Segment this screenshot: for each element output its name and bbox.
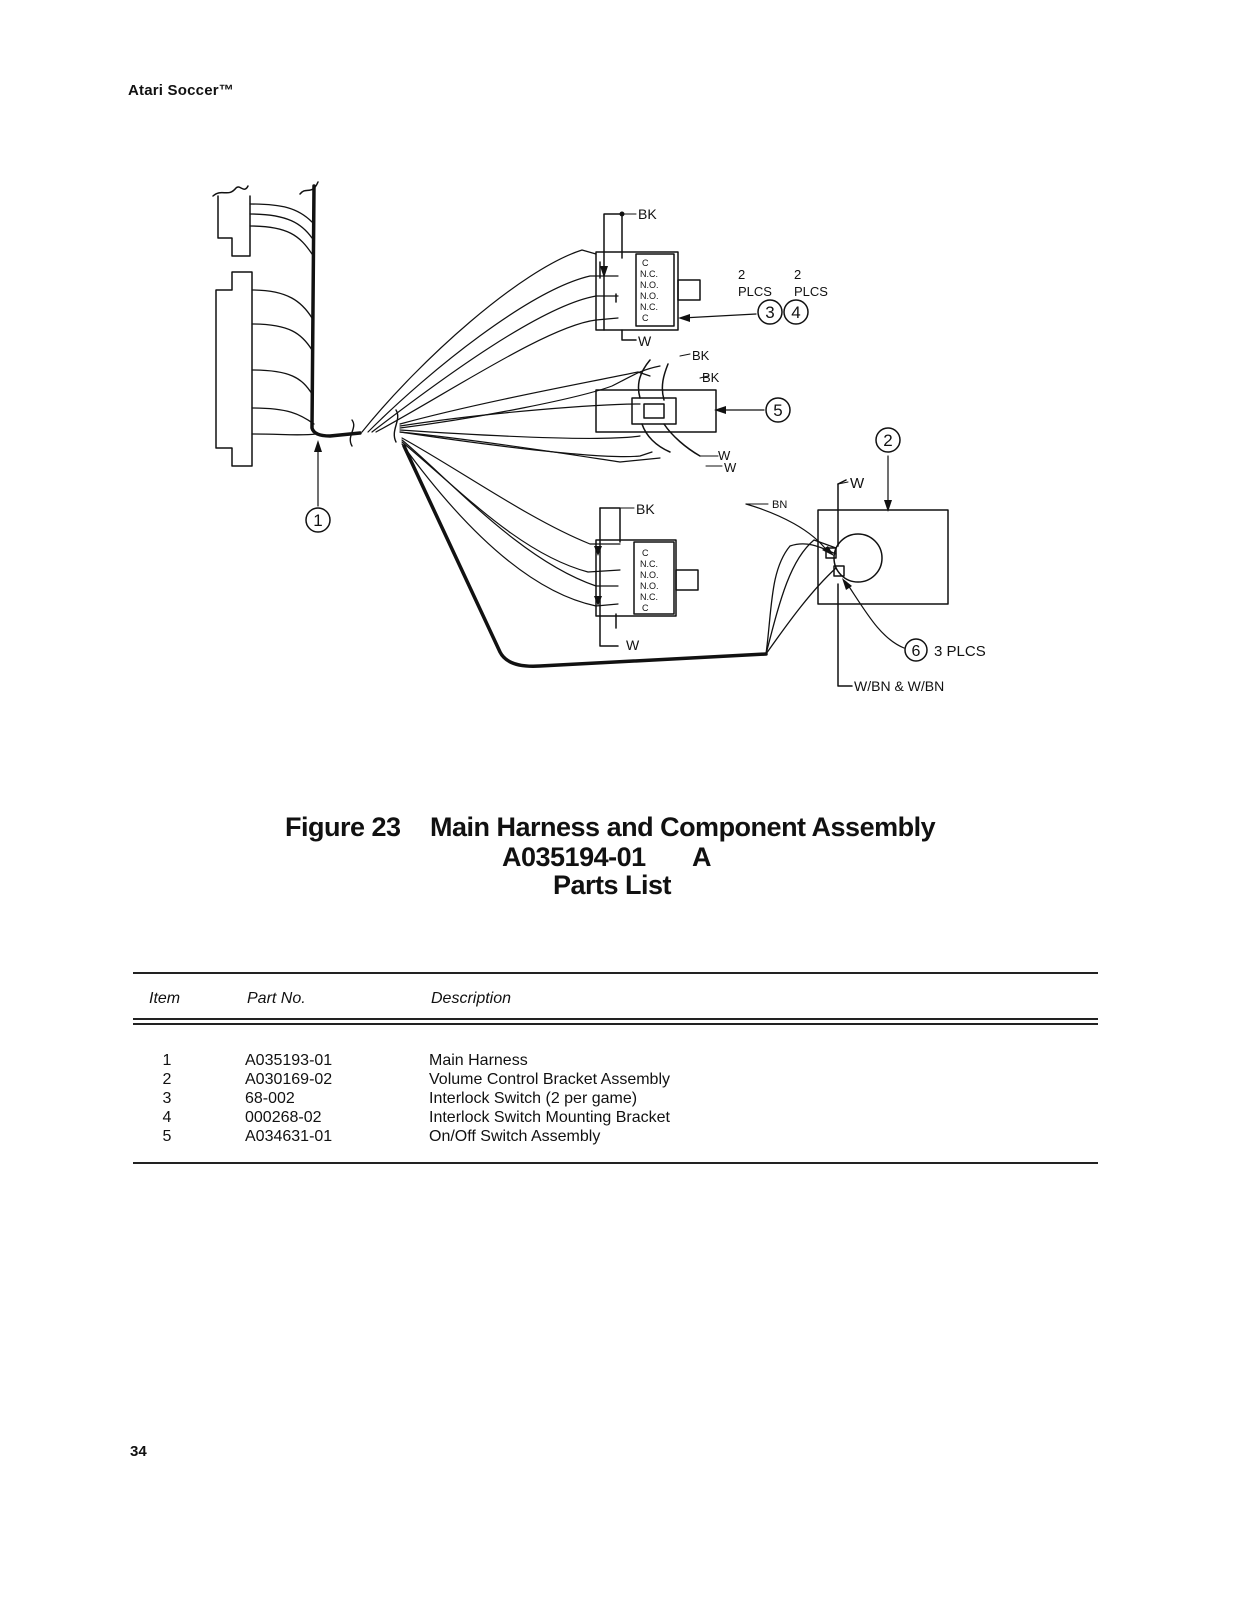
wire-label-bn: BN bbox=[772, 499, 787, 511]
connector-breakouts bbox=[249, 203, 317, 436]
table-row: 4 000268-02 Interlock Switch Mounting Br… bbox=[133, 1109, 1098, 1128]
harness-trunk bbox=[310, 184, 362, 438]
header-rule-1 bbox=[133, 1018, 1098, 1020]
edge-connector-bottom bbox=[215, 271, 253, 467]
running-header: Atari Soccer™ bbox=[128, 82, 234, 99]
contact-label-bottom-1: C bbox=[642, 548, 649, 558]
item-cell: 2 bbox=[162, 1071, 172, 1088]
contact-label-top-4: N.O. bbox=[640, 291, 659, 301]
wires-to-onoff-switch bbox=[399, 365, 661, 463]
page-number: 34 bbox=[130, 1443, 147, 1460]
item-cell: 1 bbox=[162, 1052, 172, 1069]
table-row: 3 68-002 Interlock Switch (2 per game) bbox=[133, 1090, 1098, 1109]
table-bottom-rule bbox=[133, 1162, 1098, 1164]
part-no-cell: 000268-02 bbox=[245, 1109, 322, 1126]
wire-label-w-top: W bbox=[638, 333, 652, 349]
qty-note-3-text: PLCS bbox=[738, 284, 772, 299]
callout-circle-6 bbox=[904, 638, 928, 662]
wire-run-to-volume bbox=[402, 444, 768, 668]
onoff-switch bbox=[595, 359, 717, 457]
harness-diagram: 1 2 3 4 5 6 2 PLCS 2 PLCS 3 PLCS BK W BK… bbox=[212, 181, 986, 694]
wire-label-bk-bottom: BK bbox=[636, 501, 655, 517]
wires-to-top-switch bbox=[361, 249, 619, 433]
callout-circle-4 bbox=[783, 299, 809, 325]
qty-note-3-number: 2 bbox=[738, 267, 745, 282]
figure-subtitle: Parts List bbox=[553, 870, 672, 900]
wires-to-bottom-switch bbox=[401, 437, 621, 607]
description-cell: Volume Control Bracket Assembly bbox=[429, 1071, 670, 1088]
figure-label: Figure 23 bbox=[285, 812, 401, 842]
table-row: 2 A030169-02 Volume Control Bracket Asse… bbox=[133, 1071, 1098, 1090]
wire-label-ticks bbox=[619, 213, 849, 509]
contact-label-top-2: N.C. bbox=[640, 269, 658, 279]
callout-number-3: 3 bbox=[765, 303, 774, 322]
callout-circle-1 bbox=[305, 507, 331, 533]
callout-circle-2 bbox=[875, 427, 901, 453]
description-cell: Interlock Switch Mounting Bracket bbox=[429, 1109, 670, 1126]
table-top-rule bbox=[133, 972, 1098, 974]
wire-label-w-onoff-1: W bbox=[718, 448, 731, 463]
item-cell: 3 bbox=[162, 1090, 172, 1107]
harness-break-symbol bbox=[349, 409, 399, 447]
callout-number-6: 6 bbox=[912, 643, 921, 660]
figure-revision: A bbox=[692, 842, 712, 872]
table-row: 1 A035193-01 Main Harness bbox=[133, 1052, 1098, 1071]
callout-circle-5 bbox=[765, 397, 791, 423]
wire-label-bk-onoff-2: BK bbox=[702, 370, 720, 385]
column-header-item: Item bbox=[149, 990, 181, 1007]
figure-part-number: A035194-01 bbox=[502, 842, 646, 872]
callout-number-4: 4 bbox=[791, 303, 800, 322]
wire-label-w-bn: W/BN & W/BN bbox=[854, 678, 944, 694]
wire-label-w-bottom: W bbox=[626, 637, 640, 653]
callout-number-2: 2 bbox=[883, 431, 892, 450]
part-no-cell: A034631-01 bbox=[245, 1128, 333, 1145]
edge-connector-top bbox=[212, 181, 319, 257]
wire-label-bk-onoff-1: BK bbox=[692, 348, 710, 363]
part-no-cell: 68-002 bbox=[245, 1090, 295, 1107]
part-no-cell: A030169-02 bbox=[245, 1071, 333, 1088]
contact-label-top-6: C bbox=[642, 313, 649, 323]
table-row: 5 A034631-01 On/Off Switch Assembly bbox=[133, 1128, 1098, 1147]
wires-to-volume bbox=[765, 539, 837, 655]
leader-arrows bbox=[314, 211, 892, 606]
qty-note-6: 3 PLCS bbox=[934, 643, 986, 660]
description-cell: Interlock Switch (2 per game) bbox=[429, 1090, 638, 1107]
contact-label-bottom-3: N.O. bbox=[640, 570, 659, 580]
callout-number-5: 5 bbox=[773, 401, 782, 420]
contact-label-bottom-2: N.C. bbox=[640, 559, 658, 569]
contact-label-top-3: N.O. bbox=[640, 280, 659, 290]
qty-note-4-text: PLCS bbox=[794, 284, 828, 299]
column-header-part-no: Part No. bbox=[247, 990, 306, 1007]
header-rule-2 bbox=[133, 1023, 1098, 1025]
contact-label-bottom-6: C bbox=[642, 603, 649, 613]
figure-title: Main Harness and Component Assembly bbox=[430, 812, 936, 842]
interlock-switch-top bbox=[595, 213, 701, 341]
contact-label-bottom-4: N.O. bbox=[640, 581, 659, 591]
contact-label-top-5: N.C. bbox=[640, 302, 658, 312]
callout-circle-3 bbox=[757, 299, 783, 325]
wire-label-bk-top: BK bbox=[638, 206, 657, 222]
item-cell: 5 bbox=[162, 1128, 172, 1145]
part-no-cell: A035193-01 bbox=[245, 1052, 333, 1069]
column-header-description: Description bbox=[431, 990, 512, 1007]
contact-label-bottom-5: N.C. bbox=[640, 592, 658, 602]
wire-label-w-volume: W bbox=[850, 475, 865, 492]
callout-number-1: 1 bbox=[313, 511, 322, 530]
item-cell: 4 bbox=[162, 1109, 172, 1126]
volume-control-bracket bbox=[817, 479, 949, 687]
leader-lines bbox=[317, 313, 905, 649]
contact-label-top-1: C bbox=[642, 258, 649, 268]
description-cell: Main Harness bbox=[429, 1052, 528, 1069]
qty-note-4-number: 2 bbox=[794, 267, 801, 282]
wire-label-w-onoff-2: W bbox=[724, 460, 737, 475]
description-cell: On/Off Switch Assembly bbox=[429, 1128, 601, 1145]
